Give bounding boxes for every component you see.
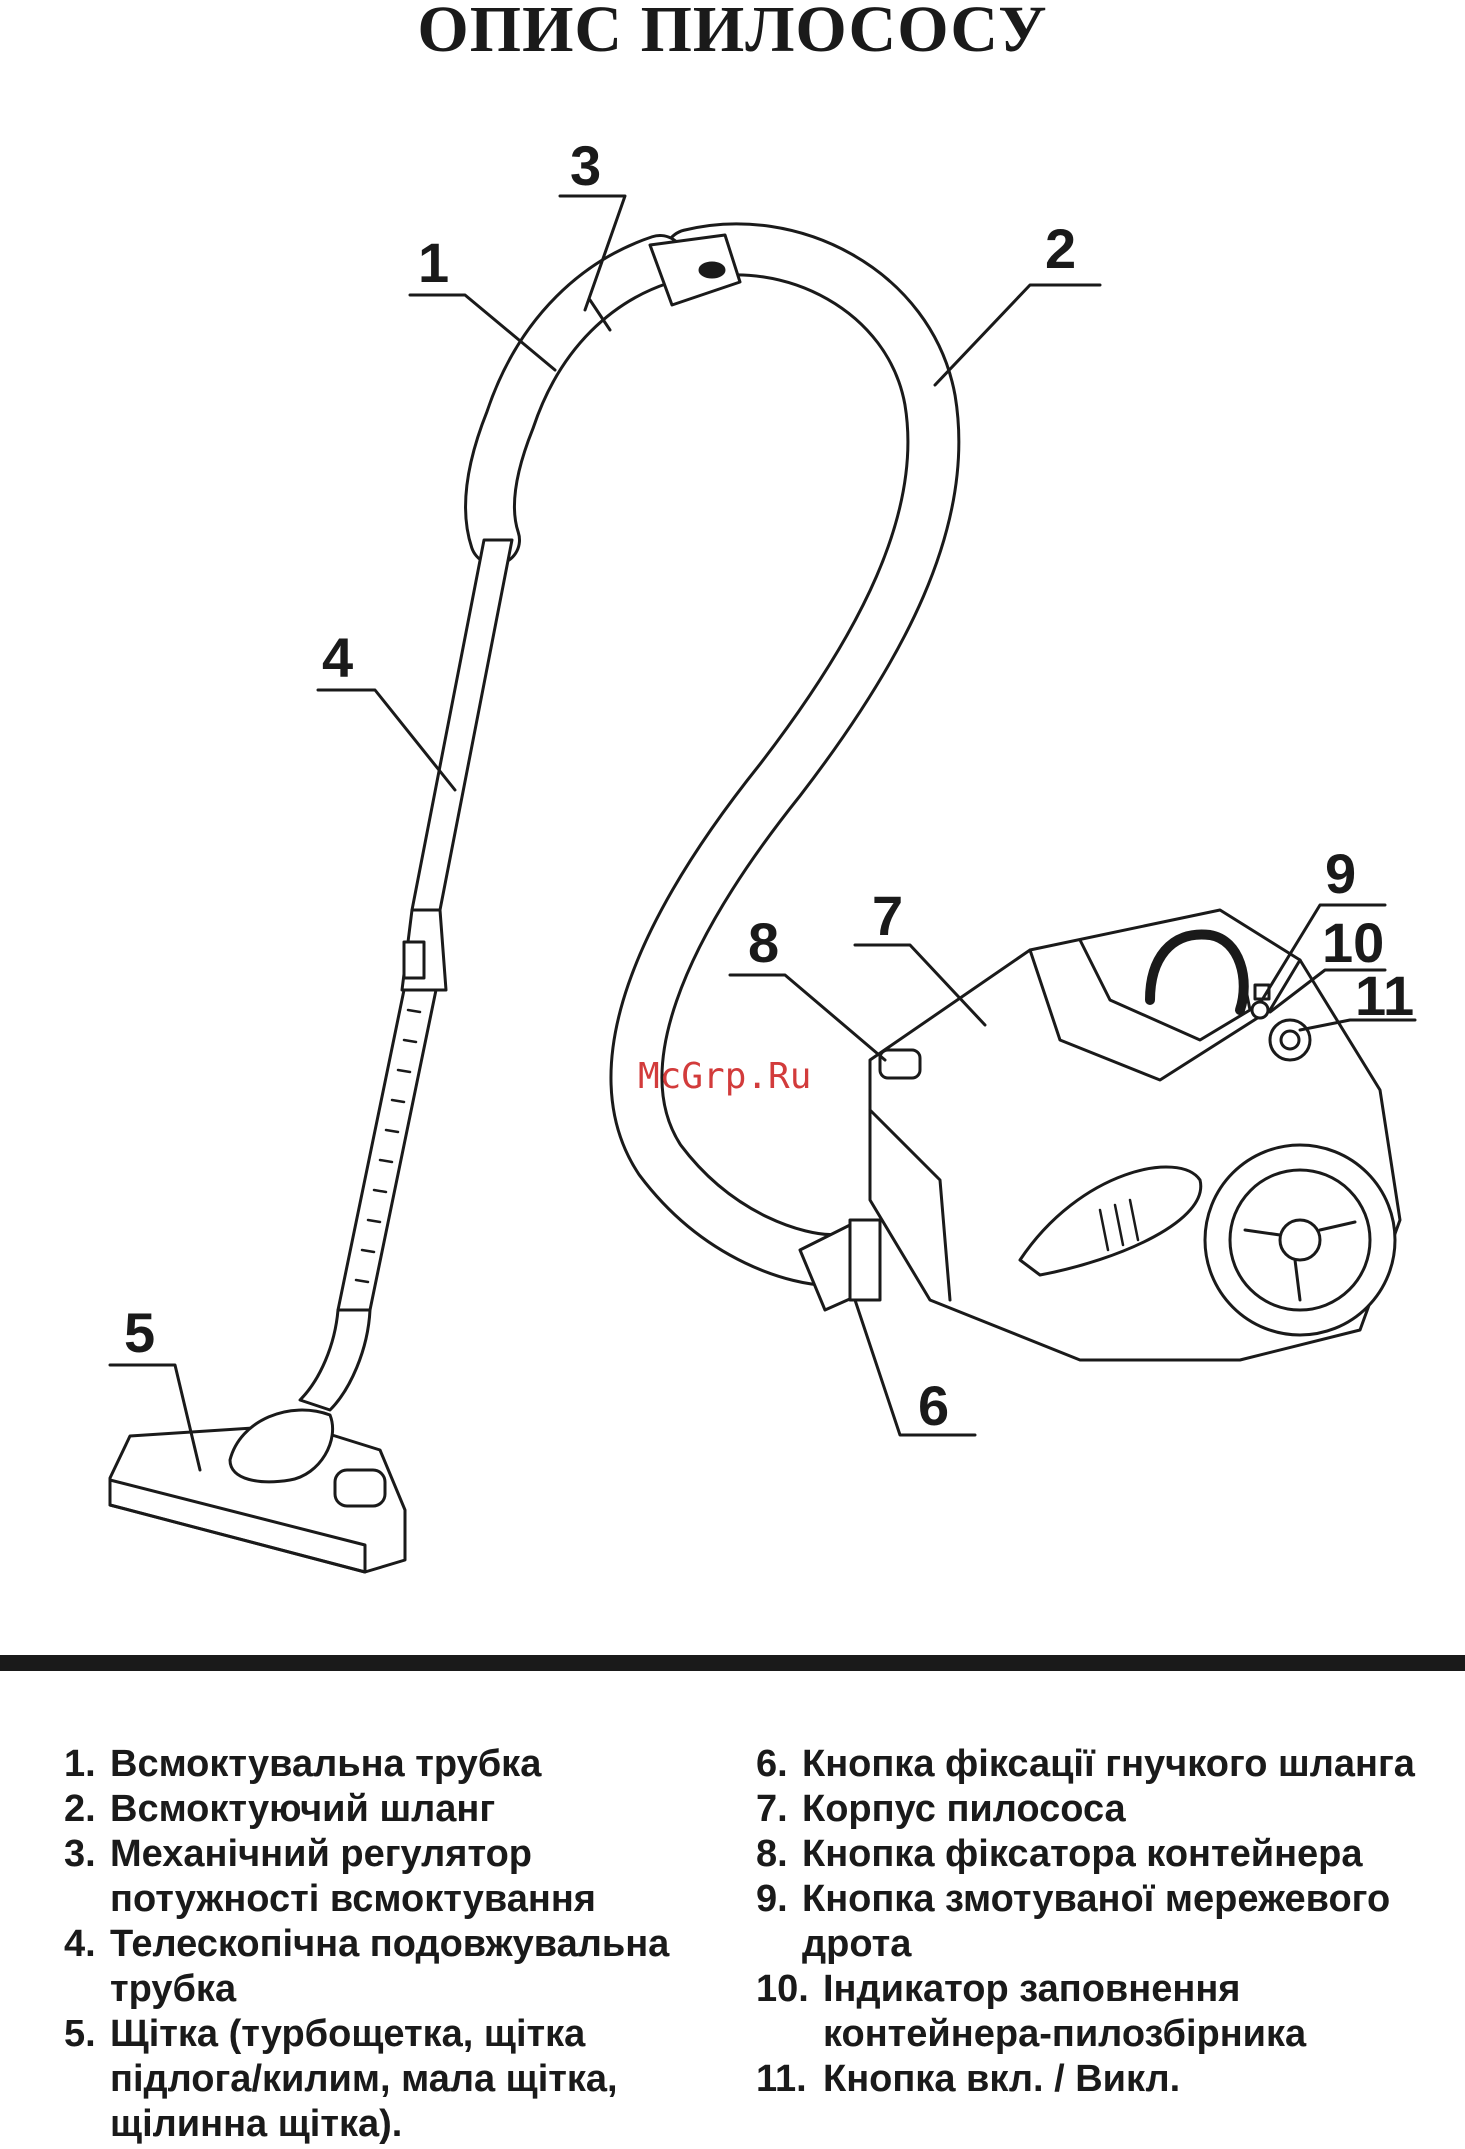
legend-right: 6. Кнопка фіксації гнучкого шланга 7. Ко… — [756, 1742, 1456, 2102]
callout-6: 6 — [918, 1374, 949, 1437]
legend-item-number: 6. — [756, 1743, 788, 1785]
suction-regulator — [588, 233, 742, 332]
callout-2: 2 — [1045, 217, 1076, 280]
legend-item-number: 7. — [756, 1788, 788, 1830]
legend-item-text: Кнопка фіксації гнучкого шланга — [802, 1743, 1415, 1785]
legend-item: 3. Механічний регулятор потужності всмок… — [64, 1832, 724, 1922]
callout-10: 10 — [1322, 911, 1384, 974]
legend-left: 1. Всмоктувальна трубка 2. Всмоктуючий ш… — [64, 1742, 724, 2147]
callout-9: 9 — [1325, 842, 1356, 905]
telescopic-tube — [336, 538, 514, 1312]
legend-item-number: 2. — [64, 1788, 96, 1830]
legend-item: 8. Кнопка фіксатора контейнера — [756, 1832, 1456, 1877]
floor-brush — [108, 1308, 407, 1574]
vacuum-cleaner-diagram: 3 1 2 4 5 6 7 8 9 10 11 McGrp.Ru — [108, 134, 1417, 1574]
legend-item: 1. Всмоктувальна трубка — [64, 1742, 724, 1787]
legend-item-text: Індикатор заповнення контейнера-пилозбір… — [823, 1968, 1307, 2055]
callout-8: 8 — [748, 911, 779, 974]
legend-item-number: 10. — [756, 1968, 809, 2010]
callout-1: 1 — [418, 231, 449, 294]
suction-tube — [464, 234, 686, 566]
legend-item: 11. Кнопка вкл. / Викл. — [756, 2057, 1456, 2102]
legend-item-text: Механічний регулятор потужності всмоктув… — [110, 1833, 596, 1920]
callout-5: 5 — [124, 1301, 155, 1364]
callout-7: 7 — [872, 884, 903, 947]
legend-item-text: Всмоктувальна трубка — [110, 1743, 542, 1785]
legend-item-text: Кнопка вкл. / Викл. — [823, 2058, 1181, 2100]
legend-item: 6. Кнопка фіксації гнучкого шланга — [756, 1742, 1456, 1787]
legend-item-number: 1. — [64, 1743, 96, 1785]
watermark-text: McGrp.Ru — [638, 1056, 811, 1097]
legend-item: 7. Корпус пилососа — [756, 1787, 1456, 1832]
legend-item-number: 4. — [64, 1923, 96, 1965]
legend-item-number: 9. — [756, 1878, 788, 1920]
legend-item-text: Корпус пилососа — [802, 1788, 1126, 1830]
legend-item-text: Щітка (турбощетка, щітка підлога/килим, … — [110, 2013, 618, 2145]
legend-item-text: Всмоктуючий шланг — [110, 1788, 496, 1830]
divider — [0, 1655, 1465, 1671]
vacuum-body — [798, 908, 1402, 1362]
suction-hose — [609, 222, 961, 1287]
callout-11: 11 — [1355, 964, 1414, 1027]
callout-4: 4 — [322, 626, 353, 689]
legend-item: 10. Індикатор заповнення контейнера-пило… — [756, 1967, 1456, 2057]
legend-item-text: Кнопка змотуваної мережевого дрота — [802, 1878, 1391, 1965]
legend-item-text: Телескопічна подовжувальна трубка — [110, 1923, 670, 2010]
legend-item-number: 3. — [64, 1833, 96, 1875]
legend-item: 2. Всмоктуючий шланг — [64, 1787, 724, 1832]
page-title: ОПИС ПИЛОСОСУ — [417, 0, 1048, 66]
callout-3: 3 — [570, 134, 601, 197]
legend-item: 4. Телескопічна подовжувальна трубка — [64, 1922, 724, 2012]
legend-item-number: 8. — [756, 1833, 788, 1875]
legend-item-number: 5. — [64, 2013, 96, 2055]
legend-item-number: 11. — [756, 2058, 807, 2100]
legend-item-text: Кнопка фіксатора контейнера — [802, 1833, 1363, 1875]
legend-item: 5. Щітка (турбощетка, щітка підлога/кили… — [64, 2012, 724, 2147]
legend-item: 9. Кнопка змотуваної мережевого дрота — [756, 1877, 1456, 1967]
